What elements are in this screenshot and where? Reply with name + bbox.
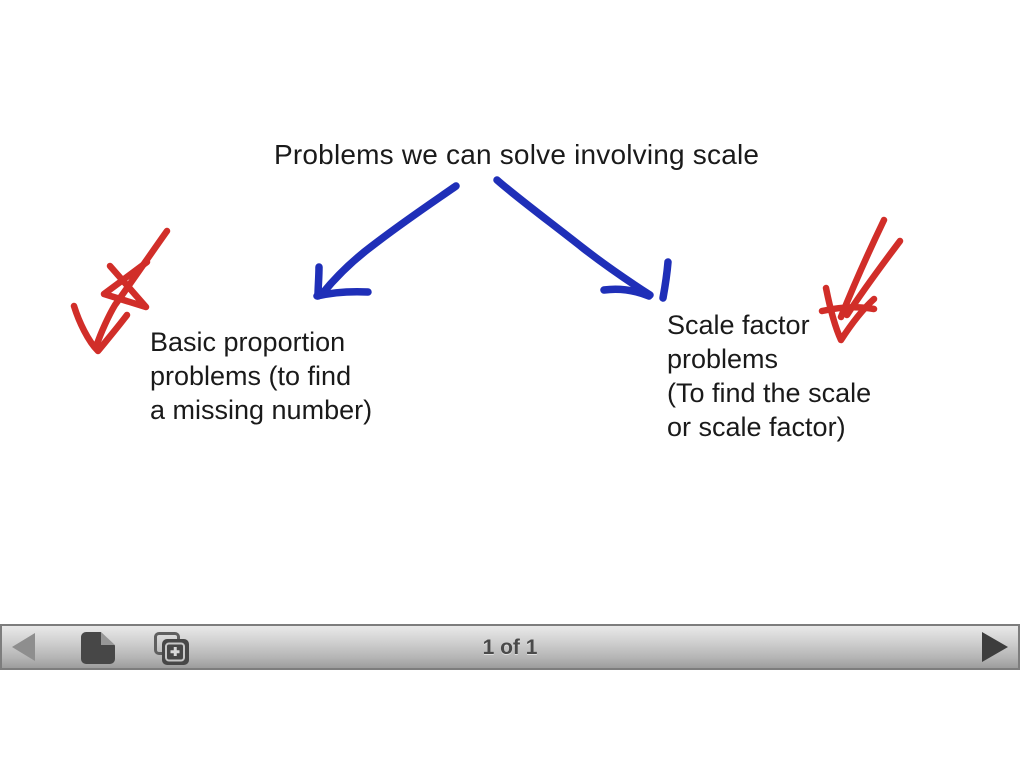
blue-right-shaft [493, 176, 654, 299]
whiteboard-canvas[interactable]: Problems we can solve involving scale Ba… [0, 0, 1024, 624]
left-note-line: problems (to find [150, 361, 352, 391]
back-arrow-icon [11, 633, 35, 661]
right-note-line: (To find the scale [667, 378, 872, 408]
blue-right-head-vertical [659, 258, 672, 302]
red-right-shaft-1 [837, 216, 888, 321]
toolbar: 1 of 1 [0, 624, 1020, 670]
right-note-line: Scale factor [667, 310, 810, 340]
blue-left-head-vertical [314, 263, 323, 300]
blue-right-head-horizontal [600, 285, 653, 300]
page-icon-fold [101, 632, 115, 645]
blue-left-head-horizontal [313, 288, 372, 300]
left-note-line: Basic proportion [150, 327, 346, 357]
plus-icon [165, 642, 185, 661]
red-right-shaft-2 [843, 237, 904, 319]
right-note-line: problems [667, 344, 779, 374]
blue-arrow-right-drawing [493, 176, 672, 302]
forward-arrow-icon [982, 632, 1008, 662]
next-page-button[interactable] [978, 628, 1012, 666]
previous-page-button[interactable] [6, 629, 40, 665]
add-page-icon [153, 631, 189, 665]
add-page-icon-front-sheet [161, 638, 189, 665]
canvas-title: Problems we can solve involving scale [274, 139, 760, 170]
left-note: Basic proportion problems (to find a mis… [150, 325, 372, 427]
blue-arrow-left-drawing [313, 182, 460, 300]
new-page-icon [81, 632, 115, 664]
red-left-check [70, 302, 131, 355]
right-note-line: or scale factor) [667, 412, 846, 442]
add-page-button[interactable] [150, 629, 192, 667]
page-button[interactable] [78, 629, 118, 667]
right-note: Scale factor problems (To find the scale… [667, 308, 871, 444]
page-icon-body [81, 632, 115, 664]
blue-left-shaft [318, 182, 460, 298]
left-note-line: a missing number) [150, 395, 373, 425]
red-left-arrowhead [100, 258, 151, 311]
